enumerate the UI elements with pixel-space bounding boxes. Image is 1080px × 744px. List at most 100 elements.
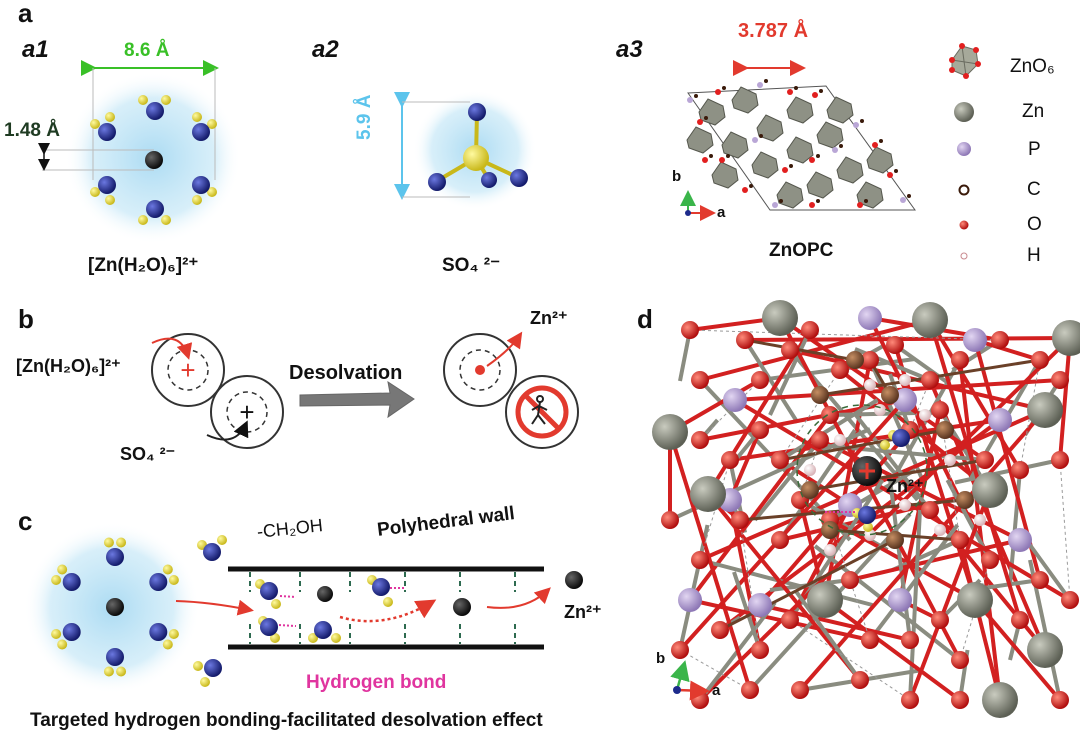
oxygen-atom [1051, 371, 1069, 389]
framework-atom [816, 154, 820, 158]
framework-atom [787, 89, 793, 95]
hydrogen-atom [824, 544, 836, 556]
bond [718, 418, 1002, 632]
bond [908, 509, 922, 701]
framework-atom [860, 119, 864, 123]
c-hbond-label: Hydrogen bond [306, 672, 447, 693]
hydrogen-atom [168, 629, 179, 639]
hydrogen-atom [103, 537, 114, 548]
oxygen-atom [931, 611, 949, 629]
framework-atom [894, 169, 898, 173]
water-molecule [255, 579, 281, 609]
oxygen-atom [951, 351, 969, 369]
water-molecule [308, 621, 341, 643]
hydrogen-bond [679, 649, 751, 691]
zno6-polyhedron [721, 131, 749, 159]
b-process-label: Desolvation [289, 362, 403, 384]
oxygen-atom [741, 681, 759, 699]
panel-label-a2: a2 [312, 36, 339, 63]
framework-atom [816, 199, 820, 203]
carbon-atom [846, 351, 864, 369]
framework-atom [839, 144, 843, 148]
hydrogen-bond [939, 409, 961, 541]
framework-polyhedra [686, 79, 911, 209]
water-molecule [138, 95, 171, 120]
oxygen-atom [858, 506, 876, 524]
hydrogen-bond [779, 369, 841, 461]
a3-axis-a: a [717, 204, 726, 221]
framework-atom [887, 172, 893, 178]
water-molecule [192, 176, 217, 205]
water-molecule [197, 535, 227, 561]
hydrogen-atom [919, 409, 931, 421]
carbon-atom [886, 531, 904, 549]
zno6-polyhedron [816, 121, 844, 149]
a3-spacing-label: 3.787 Å [738, 20, 809, 42]
phosphorus-atom [888, 588, 912, 612]
zinc-atom [972, 472, 1008, 508]
hydrogen-atom [162, 564, 173, 575]
bond [744, 336, 1071, 342]
legend-zn: Zn [1022, 101, 1045, 122]
panel-label-a3: a3 [616, 36, 643, 63]
zinc-atom [690, 476, 726, 512]
hydrogen-atom [834, 434, 846, 446]
oxygen-atom [851, 671, 869, 689]
zinc-atom [982, 682, 1018, 718]
phosphorus-atom [1008, 528, 1032, 552]
bond [699, 318, 931, 382]
bond [954, 458, 1061, 485]
oxygen-atom [681, 321, 699, 339]
panel-label-c: c [18, 506, 33, 536]
oxygen-atom [736, 331, 754, 349]
bond [678, 398, 907, 652]
carbon-atom [801, 481, 819, 499]
bond [668, 431, 752, 691]
bond [958, 359, 1002, 701]
d-axis-b: b [656, 650, 666, 667]
zinc-atom [762, 300, 798, 336]
legend-h: H [1027, 245, 1041, 266]
oxygen-atom [1031, 351, 1049, 369]
oxygen-atom [1011, 611, 1029, 629]
d-crystal-model [652, 298, 1080, 718]
oxygen-atom [106, 548, 124, 566]
phosphorus-atom [893, 388, 917, 412]
framework-atom [864, 199, 868, 203]
a3-legend [949, 43, 981, 260]
zno6-polyhedron [786, 136, 814, 164]
framework-atom [900, 197, 906, 203]
hydrogen-atom [899, 374, 911, 386]
oxygen-atom [721, 451, 739, 469]
carbon-atom [956, 491, 974, 509]
hydrogen-atom [103, 666, 114, 677]
phosphorus-atom [963, 328, 987, 352]
framework-atom [719, 157, 725, 163]
bond [798, 408, 1047, 692]
oxygen-atom [771, 451, 789, 469]
framework-atom [726, 154, 730, 158]
oxygen-atom [951, 531, 969, 549]
d-ion-label: Zn²⁺ [886, 476, 924, 496]
hydrogen-atom [168, 575, 179, 585]
oxygen-atom [751, 641, 769, 659]
oxygen-atom [951, 651, 969, 669]
bond [743, 338, 800, 424]
oxygen-atom [921, 371, 939, 389]
oxygen-atom [771, 531, 789, 549]
bond [958, 539, 1002, 701]
framework-atom [709, 154, 713, 158]
framework-atom [872, 142, 878, 148]
a1-hydrated-complex [38, 60, 241, 244]
hydrogen-bond [689, 329, 1001, 341]
hydrogen-atom [899, 499, 911, 511]
zinc-atom [912, 302, 948, 338]
svg-text:+: + [180, 355, 195, 385]
oxygen-atom [991, 331, 1009, 349]
legend-p: P [1028, 139, 1041, 160]
framework-atom [687, 97, 693, 103]
framework-atom [809, 157, 815, 163]
hydrogen-atom [934, 524, 946, 536]
c-caption: Targeted hydrogen bonding-facilitated de… [30, 710, 543, 731]
a3-axis-b: b [672, 168, 682, 185]
